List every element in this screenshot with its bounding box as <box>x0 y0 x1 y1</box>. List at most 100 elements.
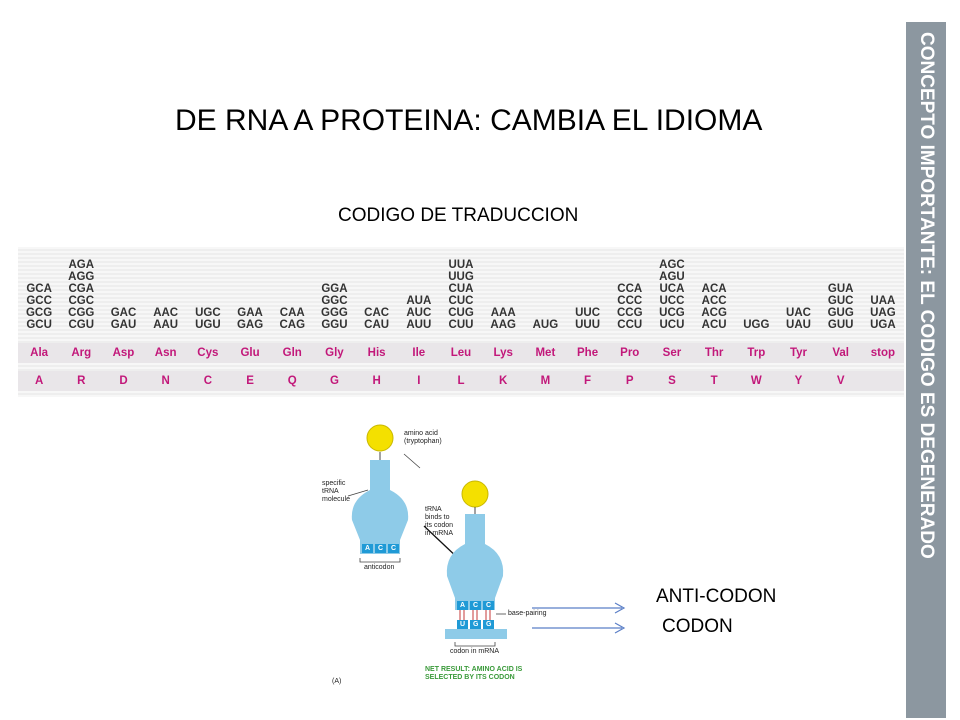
codon-text: UAC <box>786 307 811 319</box>
anti-codon-label: ANTI-CODON <box>656 586 777 607</box>
amino-acid-letter: W <box>750 375 762 387</box>
codon-text: UUA <box>448 259 474 271</box>
amino-acid-name: Val <box>832 347 850 359</box>
codon-text: AGC <box>659 259 685 271</box>
trna-body-1 <box>351 460 409 540</box>
anticodon-base-1b: C <box>378 545 384 552</box>
codon-text: GUU <box>827 319 854 331</box>
codon-text: GAU <box>110 319 137 331</box>
codon-text: CCU <box>617 319 643 331</box>
amino-acid-letter: K <box>499 375 508 387</box>
amino-acid-name: stop <box>870 347 896 359</box>
amino-acid-name: Asn <box>154 347 177 359</box>
codon-text: GUA <box>827 283 854 295</box>
codon-text: UUC <box>575 307 601 319</box>
codon-text: GCC <box>26 295 52 307</box>
codon-text: CUC <box>448 295 474 307</box>
anticodon-base-1c: C <box>391 545 397 552</box>
amino-acid-name: Ser <box>662 347 682 359</box>
amino-acid-circle-1 <box>366 424 394 452</box>
codon-text: UCG <box>659 307 685 319</box>
codon-text: AAU <box>153 319 179 331</box>
amino-acid-letter: A <box>34 375 44 387</box>
codon-text: UGC <box>195 307 221 319</box>
amino-acid-letter: G <box>329 375 339 387</box>
codon-text: ACC <box>701 295 727 307</box>
amino-acid-letter: R <box>77 375 86 387</box>
codon-text: UUU <box>575 319 601 331</box>
amino-acid-letter: N <box>161 375 170 387</box>
codon-text: AUU <box>406 319 432 331</box>
codon-text: AAG <box>490 319 516 331</box>
codon-text: GGU <box>321 319 348 331</box>
codon-arrow <box>532 622 626 634</box>
codon-text: CCC <box>617 295 643 307</box>
letter-band <box>18 371 904 391</box>
codon-text: GAG <box>236 319 264 331</box>
codon-text: GAC <box>110 307 137 319</box>
amino-acid-letter: M <box>540 375 551 387</box>
anticodon-base-1a: A <box>365 545 371 552</box>
codon-text: GCA <box>26 283 52 295</box>
amino-acid-name: His <box>367 347 386 359</box>
amino-acid-name: Asp <box>112 347 135 359</box>
amino-acid-name: Trp <box>747 347 766 359</box>
codon-in-mrna-label: codon in mRNA <box>450 648 500 655</box>
amino-acid-letter: Y <box>794 375 803 387</box>
amino-acid-label: amino acid (tryptophan) <box>404 430 442 445</box>
amino-acid-name: Ala <box>30 347 49 359</box>
codon-text: UCC <box>659 295 685 307</box>
codon-column: UGG <box>736 247 776 331</box>
anticodon-base-2b: C <box>473 602 479 609</box>
amino-acid-name: Arg <box>71 347 92 359</box>
codon-text: AGU <box>659 271 685 283</box>
side-banner-text: CONCEPTO IMPORTANTE: EL CODIGO ES DEGENE… <box>916 32 937 559</box>
codon-text: UCA <box>659 283 685 295</box>
codon-text: CAC <box>364 307 390 319</box>
codon-text: CCG <box>616 307 643 319</box>
amino-acid-letter: I <box>417 375 421 387</box>
codon-text: UUG <box>448 271 474 283</box>
codon-text: CGU <box>68 319 95 331</box>
codon-box-a <box>457 620 468 629</box>
codon-text: CGC <box>68 295 95 307</box>
pointer-trna <box>347 489 369 497</box>
amino-acid-name: Gly <box>325 347 344 359</box>
codon-text: CGG <box>68 307 95 319</box>
codon-column: AUG <box>525 247 565 331</box>
pointer-amino-acid <box>403 453 421 469</box>
codon-text: UGA <box>870 319 896 331</box>
codon-text: CUU <box>448 319 474 331</box>
codon-text: AAC <box>153 307 179 319</box>
trna-body-2 <box>446 514 504 598</box>
codon-text: UAU <box>786 319 811 331</box>
mrna-strand <box>445 629 507 639</box>
amino-acid-letter: T <box>710 375 718 387</box>
amino-acid-name: Cys <box>197 347 219 359</box>
amino-acid-letter: H <box>372 375 381 387</box>
amino-acid-name: Tyr <box>789 347 808 359</box>
specific-trna-label: specific tRNA molecule <box>322 480 351 503</box>
anticodon-box-2b <box>470 601 481 610</box>
codon-text: CAG <box>279 319 306 331</box>
codon-text: CCA <box>617 283 643 295</box>
anticodon-box-2c <box>483 601 494 610</box>
anticodon-box-1b <box>375 544 386 553</box>
codon-text: AAA <box>490 307 516 319</box>
amino-acid-letter: E <box>246 375 254 387</box>
